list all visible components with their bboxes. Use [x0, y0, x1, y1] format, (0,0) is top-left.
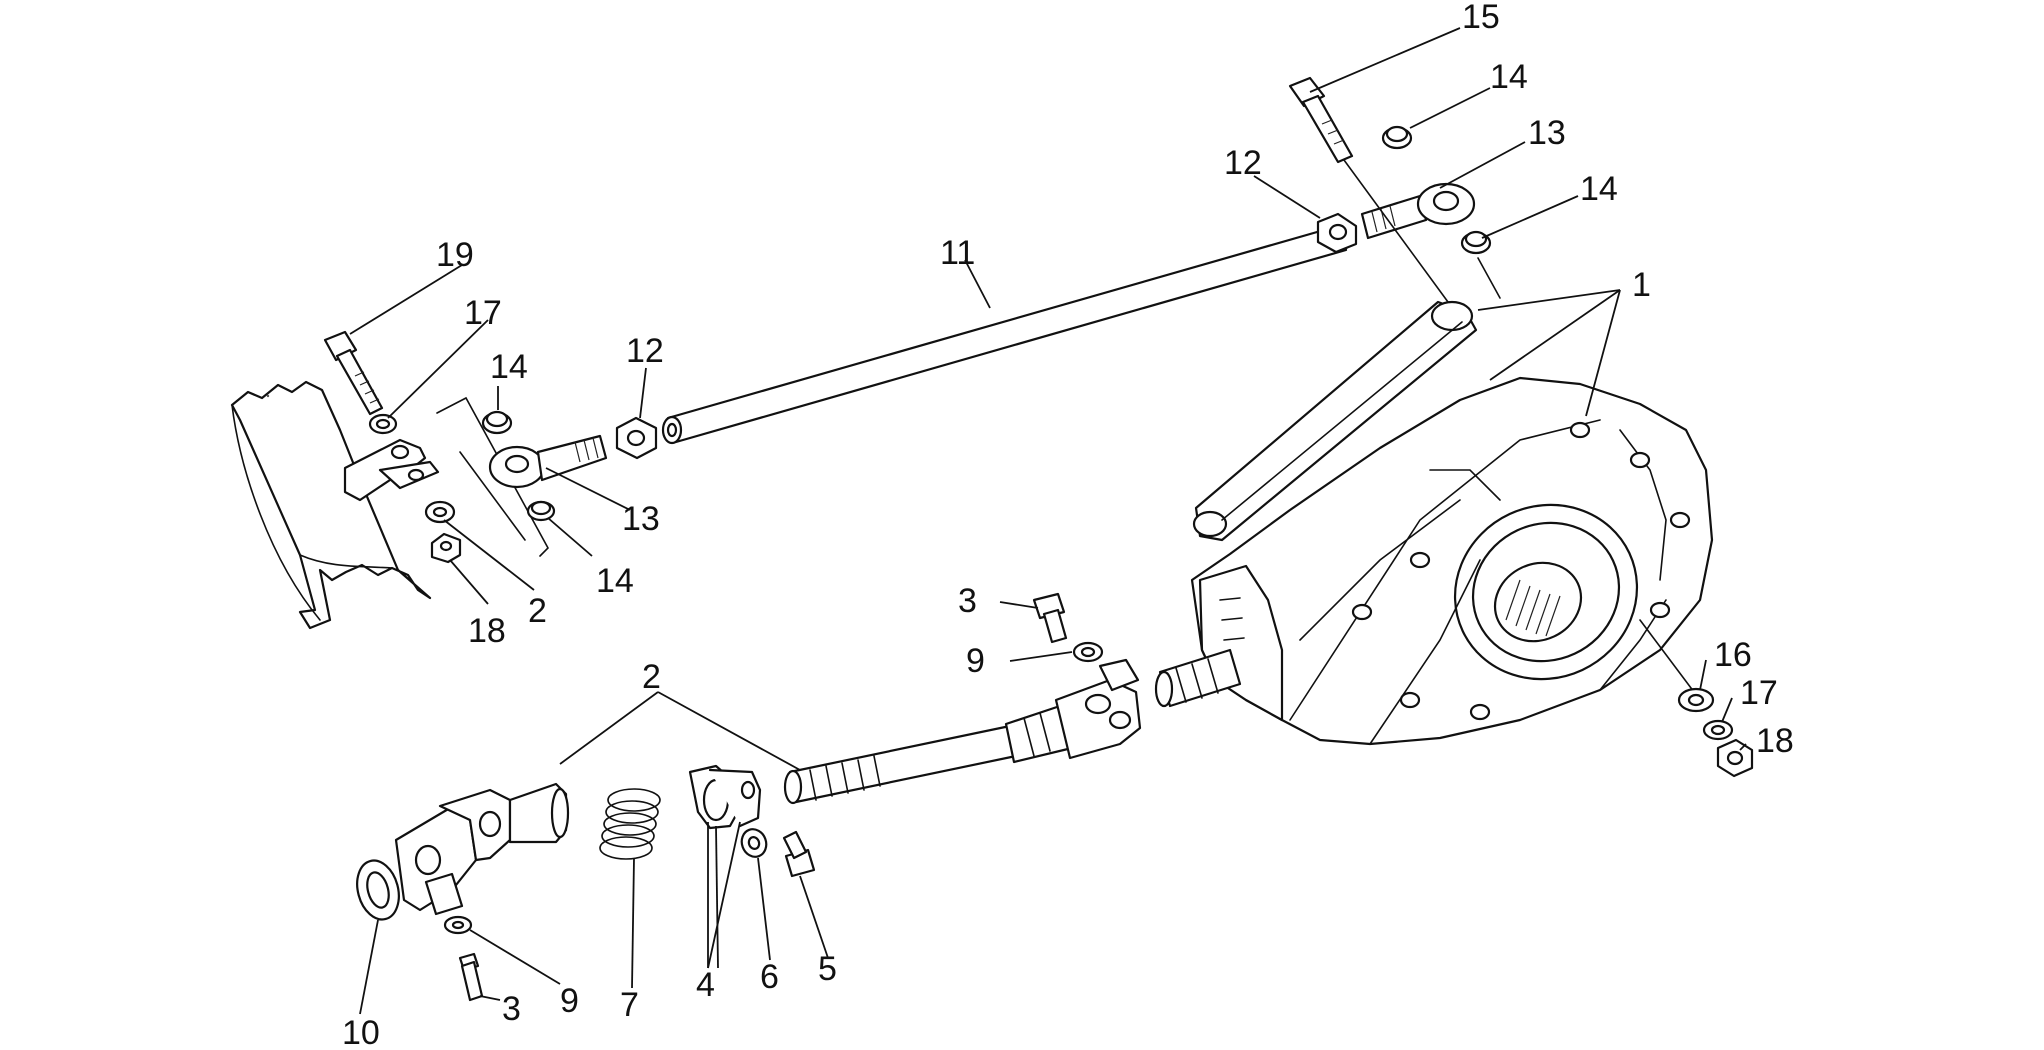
callout-17-left: 17 — [464, 294, 502, 332]
final-drive-housing-1 — [1154, 300, 1714, 746]
bush-14-axis — [1477, 257, 1501, 299]
stud-axis-right — [1639, 619, 1701, 701]
callout-13-left: 13 — [622, 500, 660, 538]
bracket-outline-lower — [459, 451, 526, 541]
washer-9-lower — [443, 915, 473, 935]
callout-18-right: 18 — [1756, 722, 1794, 760]
callout-5: 5 — [818, 950, 837, 988]
callout-labels: 15 14 13 12 14 1 11 19 17 14 12 13 14 2 … — [342, 0, 1794, 1050]
washer-17-left — [368, 413, 398, 435]
bush-14-left-top — [481, 410, 513, 435]
callout-1: 1 — [1632, 266, 1651, 304]
nut-12-right — [1316, 212, 1358, 254]
callout-13-right: 13 — [1528, 114, 1566, 152]
bolt-19 — [323, 330, 384, 416]
bolt-3-upper — [1032, 592, 1068, 644]
rod-end-13-left — [488, 434, 608, 489]
callout-6: 6 — [760, 958, 779, 996]
callout-2-left: 2 — [528, 592, 547, 630]
callout-12-right: 12 — [1224, 144, 1262, 182]
bolt-15 — [1288, 76, 1354, 164]
callout-2-shaft: 2 — [642, 658, 661, 696]
clamp-4 — [688, 764, 762, 830]
callout-14-left-top: 14 — [490, 348, 528, 386]
drive-shaft-2 — [783, 658, 1142, 805]
callout-14-left-bottom: 14 — [596, 562, 634, 600]
seal-ring-10 — [356, 859, 400, 921]
callout-3-lower: 3 — [502, 990, 521, 1028]
bush-14-right-bottom — [1460, 230, 1492, 255]
washer-6 — [740, 828, 768, 858]
bush-14-left-bottom — [526, 500, 556, 522]
callout-11: 11 — [940, 234, 975, 272]
callout-16: 16 — [1714, 636, 1752, 674]
nut-18-right — [1716, 738, 1754, 778]
tie-rod-11 — [661, 224, 1352, 445]
callout-4: 4 — [696, 966, 715, 1004]
bolt-15-axis — [1343, 159, 1449, 303]
frame-bracket — [343, 438, 440, 502]
washer-17-right — [1702, 719, 1734, 741]
callout-17-right: 17 — [1740, 674, 1778, 712]
callout-19: 19 — [436, 236, 474, 274]
bolt-3-lower — [458, 952, 484, 1002]
stray-mark — [266, 394, 270, 398]
washer-9-upper — [1072, 641, 1104, 663]
callout-9-lower: 9 — [560, 982, 579, 1020]
callout-14-right-bottom: 14 — [1580, 170, 1618, 208]
callout-18-left: 18 — [468, 612, 506, 650]
rod-end-13-right — [1360, 182, 1476, 240]
callout-3-upper: 3 — [958, 582, 977, 620]
washer-2-left — [424, 500, 456, 524]
nut-18-left — [430, 532, 462, 564]
callout-10: 10 — [342, 1014, 380, 1050]
callout-7: 7 — [620, 986, 639, 1024]
washer-16-right — [1677, 687, 1715, 713]
leader-lines — [349, 27, 1747, 1015]
screw-5 — [782, 830, 816, 878]
callout-9-upper: 9 — [966, 642, 985, 680]
callout-14-right-top: 14 — [1490, 58, 1528, 96]
frame-tube — [230, 380, 432, 630]
bush-14-right-top — [1381, 125, 1413, 150]
callout-15: 15 — [1462, 0, 1500, 36]
spring-7 — [599, 788, 661, 860]
nut-12-left — [615, 416, 658, 460]
callout-12-left: 12 — [626, 332, 664, 370]
universal-joint — [394, 782, 570, 916]
